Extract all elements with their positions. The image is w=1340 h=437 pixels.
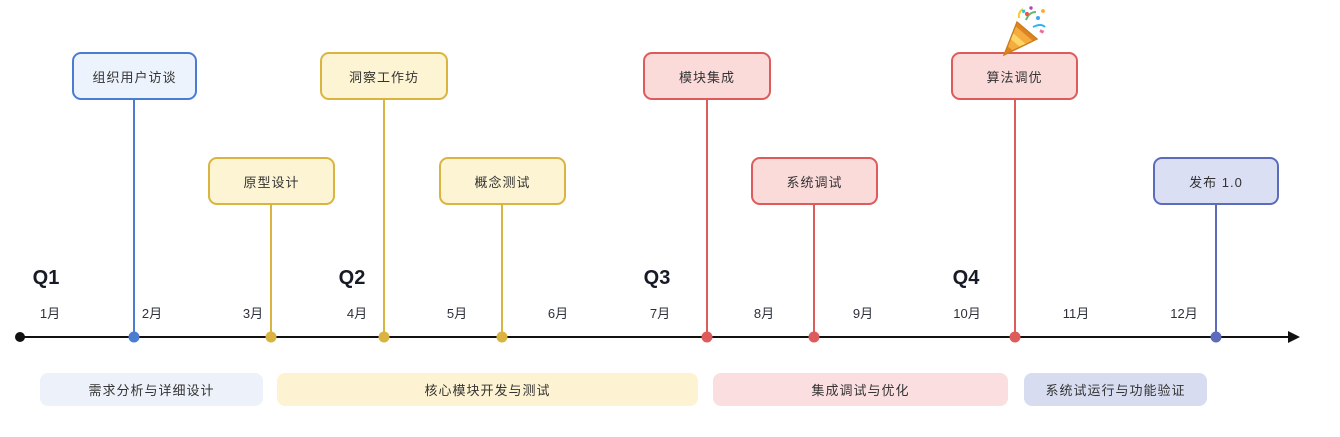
milestone-label: 原型设计 [243,174,300,190]
axis-start-dot [15,332,25,342]
quarter-label-q3: Q3 [643,267,671,289]
milestone-connector [813,205,815,337]
milestone-label: 算法调优 [986,69,1043,85]
timeline-axis [18,336,1290,338]
milestone-dot [701,331,713,343]
milestone-connector [270,205,272,337]
milestone-label: 系统调试 [786,174,843,190]
phase-label: 集成调试与优化 [811,383,910,398]
milestone-card: 概念测试 [439,157,566,205]
milestone-dot [808,331,820,343]
phase-bar: 集成调试与优化 [713,373,1008,406]
milestone-dot [265,331,277,343]
month-label-3: 3月 [242,306,264,321]
month-label-11: 11月 [1062,306,1090,321]
axis-arrow-icon [1288,331,1300,343]
phase-label: 需求分析与详细设计 [88,383,215,398]
month-label-10: 10月 [953,306,981,321]
month-label-4: 4月 [346,306,368,321]
phase-label: 核心模块开发与测试 [424,383,551,398]
phase-bar: 系统试运行与功能验证 [1024,373,1207,406]
milestone-card: 系统调试 [751,157,878,205]
month-label-9: 9月 [852,306,874,321]
milestone-label: 洞察工作坊 [348,69,419,85]
quarter-label-q1: Q1 [32,267,60,289]
milestone-connector [383,100,385,337]
milestone-dot [1210,331,1222,343]
phase-bar: 需求分析与详细设计 [40,373,263,406]
milestone-dot [128,331,140,343]
milestone-card: 发布 1.0 [1153,157,1279,205]
milestone-label: 概念测试 [474,174,531,190]
milestone-label: 发布 1.0 [1189,174,1243,190]
quarter-label-q4: Q4 [952,267,980,289]
milestone-card: 原型设计 [208,157,335,205]
phase-label: 系统试运行与功能验证 [1045,383,1186,398]
milestone-label: 组织用户访谈 [92,69,177,85]
milestone-connector [133,100,135,337]
month-label-6: 6月 [547,306,569,321]
milestone-connector [501,205,503,337]
milestone-card: 组织用户访谈 [72,52,197,100]
party-popper-icon [1002,6,1046,57]
milestone-dot [378,331,390,343]
month-label-2: 2月 [141,306,163,321]
month-label-8: 8月 [753,306,775,321]
phase-bar: 核心模块开发与测试 [277,373,698,406]
milestone-card: 模块集成 [643,52,771,100]
milestone-label: 模块集成 [678,69,735,85]
milestone-connector [706,100,708,337]
milestone-connector [1014,100,1016,337]
month-label-5: 5月 [446,306,468,321]
milestone-connector [1215,205,1217,337]
month-label-1: 1月 [39,306,61,321]
quarter-label-q2: Q2 [338,267,366,289]
milestone-card: 洞察工作坊 [320,52,448,100]
milestone-dot [1009,331,1021,343]
month-label-7: 7月 [649,306,671,321]
milestone-dot [496,331,508,343]
month-label-12: 12月 [1170,306,1198,321]
milestone-card: 算法调优 [951,52,1078,100]
